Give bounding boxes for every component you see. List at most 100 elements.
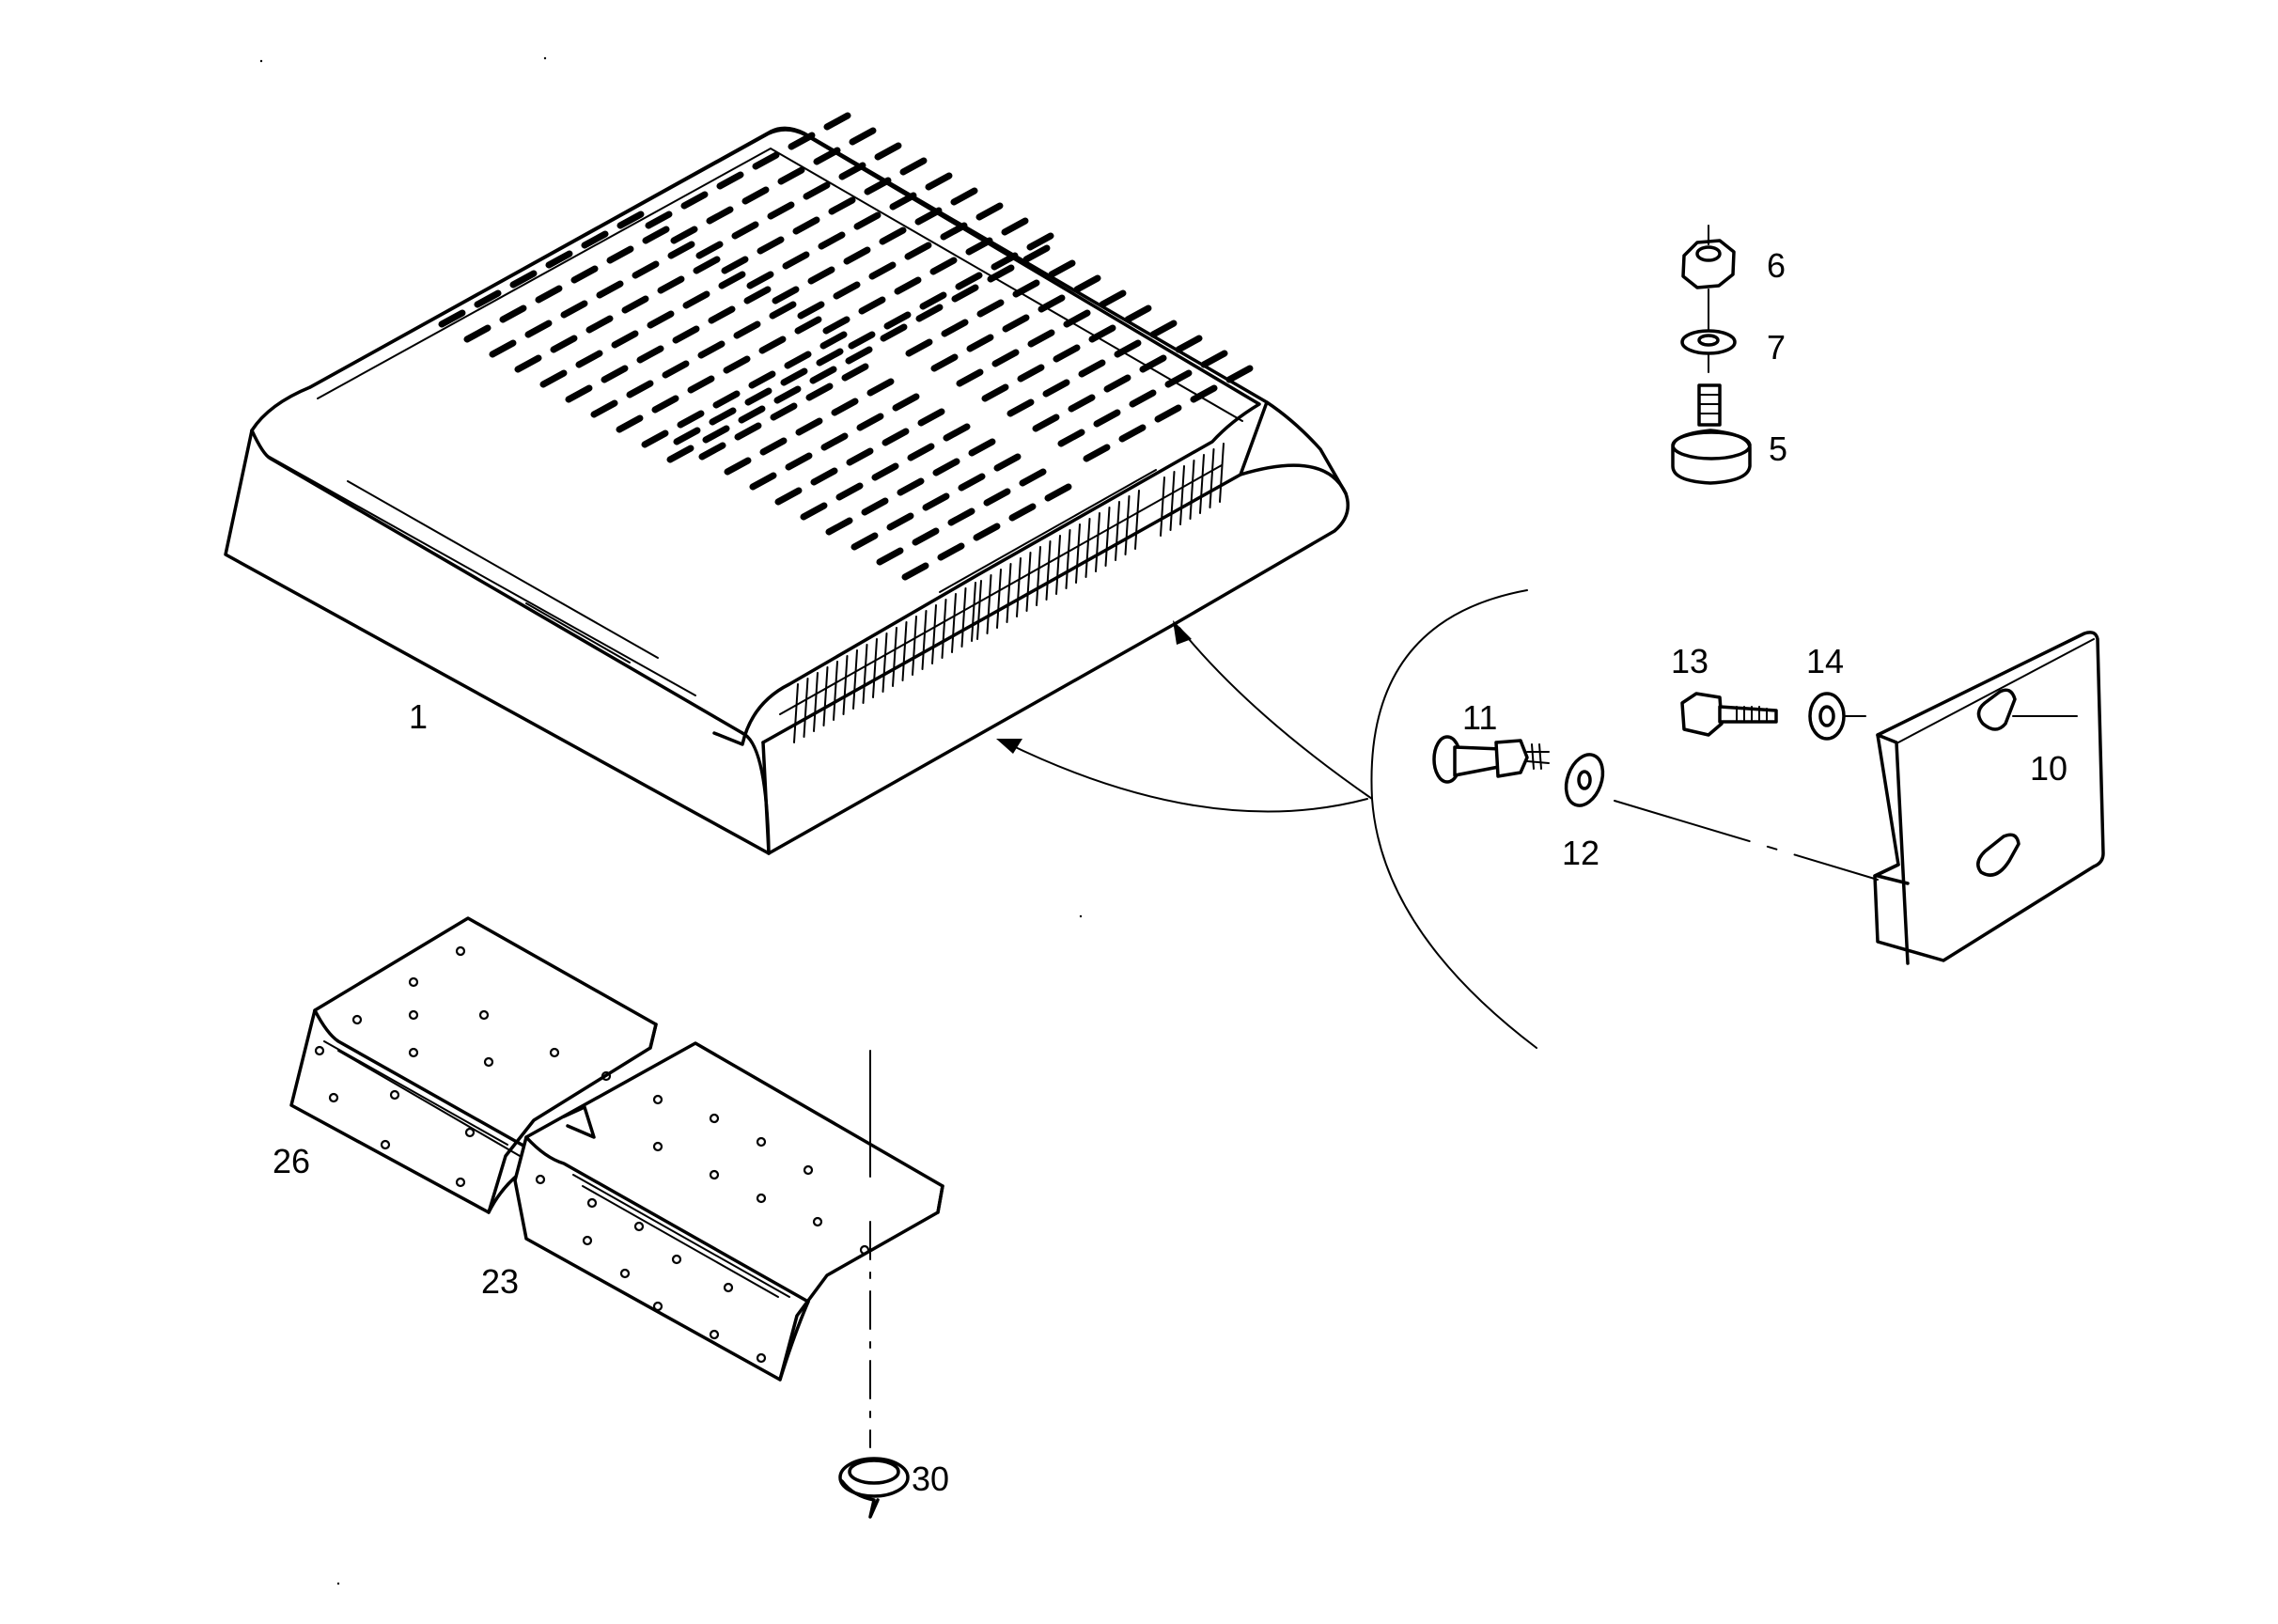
step-plate-26 xyxy=(289,916,658,1214)
vent-slot xyxy=(841,363,869,382)
vent-slot xyxy=(1103,374,1131,393)
vent-slot xyxy=(718,271,746,289)
callout-6: 6 xyxy=(1767,246,1787,285)
vent-slot xyxy=(709,407,737,426)
vent-slot xyxy=(991,252,1019,271)
vent-rib xyxy=(1199,454,1205,514)
vent-slot xyxy=(1175,335,1203,353)
vent-rib xyxy=(1095,512,1100,572)
vent-slot xyxy=(474,289,502,308)
plate-hole xyxy=(380,1139,391,1150)
vent-slot xyxy=(899,157,928,176)
vent-slot xyxy=(575,350,603,368)
vent-slot xyxy=(794,316,822,335)
vent-slot xyxy=(550,335,578,353)
vent-slot xyxy=(871,462,899,481)
vent-rib xyxy=(901,621,908,681)
vent-slot xyxy=(940,222,968,241)
vent-slot xyxy=(792,216,820,235)
vent-slot xyxy=(784,351,812,369)
vent-rib xyxy=(960,587,967,648)
plate-hole xyxy=(619,1268,631,1279)
vent-slot xyxy=(752,151,780,170)
bolt-11 xyxy=(1432,735,1550,784)
callout-5: 5 xyxy=(1769,429,1788,468)
vent-slot xyxy=(797,301,825,320)
vent-slot xyxy=(849,127,877,146)
vent-slot xyxy=(904,242,932,260)
vent-slot xyxy=(698,442,726,461)
plate-hole xyxy=(478,1009,490,1021)
bracket-10 xyxy=(1873,631,2105,965)
plate-hole xyxy=(723,1282,734,1293)
vent-slot xyxy=(825,517,853,536)
vent-slot xyxy=(601,365,629,383)
plate-hole xyxy=(652,1094,663,1105)
vent-slot xyxy=(695,241,724,259)
vent-slot xyxy=(1124,304,1152,323)
vent-rib xyxy=(921,610,928,670)
vent-slot xyxy=(932,458,960,476)
vent-slot xyxy=(1139,354,1167,373)
vent-slot xyxy=(1073,274,1101,293)
vent-slot xyxy=(1099,289,1127,308)
vent-slot xyxy=(912,527,940,546)
vent-rib xyxy=(976,580,982,640)
vent-slot xyxy=(835,482,864,501)
callout-12: 12 xyxy=(1562,834,1600,872)
vent-slot xyxy=(828,196,856,215)
callout-13: 13 xyxy=(1671,642,1709,680)
vent-rib xyxy=(833,661,838,721)
vent-slot xyxy=(767,201,795,220)
vent-slot xyxy=(1022,244,1051,263)
vent-slot xyxy=(991,349,1020,367)
vent-slot xyxy=(626,380,654,398)
vent-slot xyxy=(723,355,751,374)
vent-rib xyxy=(1209,448,1215,508)
vent-rib xyxy=(951,593,957,653)
plate-hole xyxy=(812,1216,823,1227)
vent-slot xyxy=(955,272,983,290)
plate-hole xyxy=(652,1141,663,1152)
vent-slot xyxy=(724,457,752,476)
vent-slot xyxy=(907,443,935,461)
vent-slot xyxy=(1118,424,1147,443)
vent-rib xyxy=(1065,529,1071,589)
vent-rib xyxy=(971,582,976,642)
vent-rib xyxy=(1025,552,1032,612)
vent-slot xyxy=(672,325,700,344)
vent-slot xyxy=(780,367,808,386)
vent-slot xyxy=(759,437,788,456)
vent-slot xyxy=(883,311,912,330)
vent-slot xyxy=(882,428,910,446)
vent-slot xyxy=(499,304,527,323)
vent-slot xyxy=(1053,344,1081,363)
vent-slot xyxy=(1044,483,1072,502)
bolt-13 xyxy=(1680,692,1778,737)
vent-slot xyxy=(846,447,874,466)
vent-slot xyxy=(758,336,787,354)
vent-slot xyxy=(880,323,908,342)
vent-slot xyxy=(746,271,774,289)
vent-slot xyxy=(901,562,929,581)
vent-slot xyxy=(680,191,709,210)
plate-hole xyxy=(389,1089,400,1101)
plate-holes xyxy=(314,945,870,1364)
vent-slot xyxy=(645,211,673,229)
vent-slot xyxy=(1093,409,1121,428)
vent-slot xyxy=(1017,364,1045,383)
vent-rib xyxy=(862,644,868,704)
vent-rib xyxy=(1179,465,1185,525)
vent-slot xyxy=(950,187,978,206)
vent-slot xyxy=(874,142,902,161)
vent-slot xyxy=(741,186,770,205)
plate-hole xyxy=(455,1177,466,1188)
vent-rib xyxy=(1134,490,1140,550)
vent-rib xyxy=(941,599,947,659)
vent-rib xyxy=(1160,476,1165,537)
vent-slot xyxy=(819,331,848,350)
vent-slot xyxy=(983,488,1011,507)
vent-slot xyxy=(616,414,644,433)
vent-slot xyxy=(833,281,861,300)
vent-slot xyxy=(545,250,573,269)
